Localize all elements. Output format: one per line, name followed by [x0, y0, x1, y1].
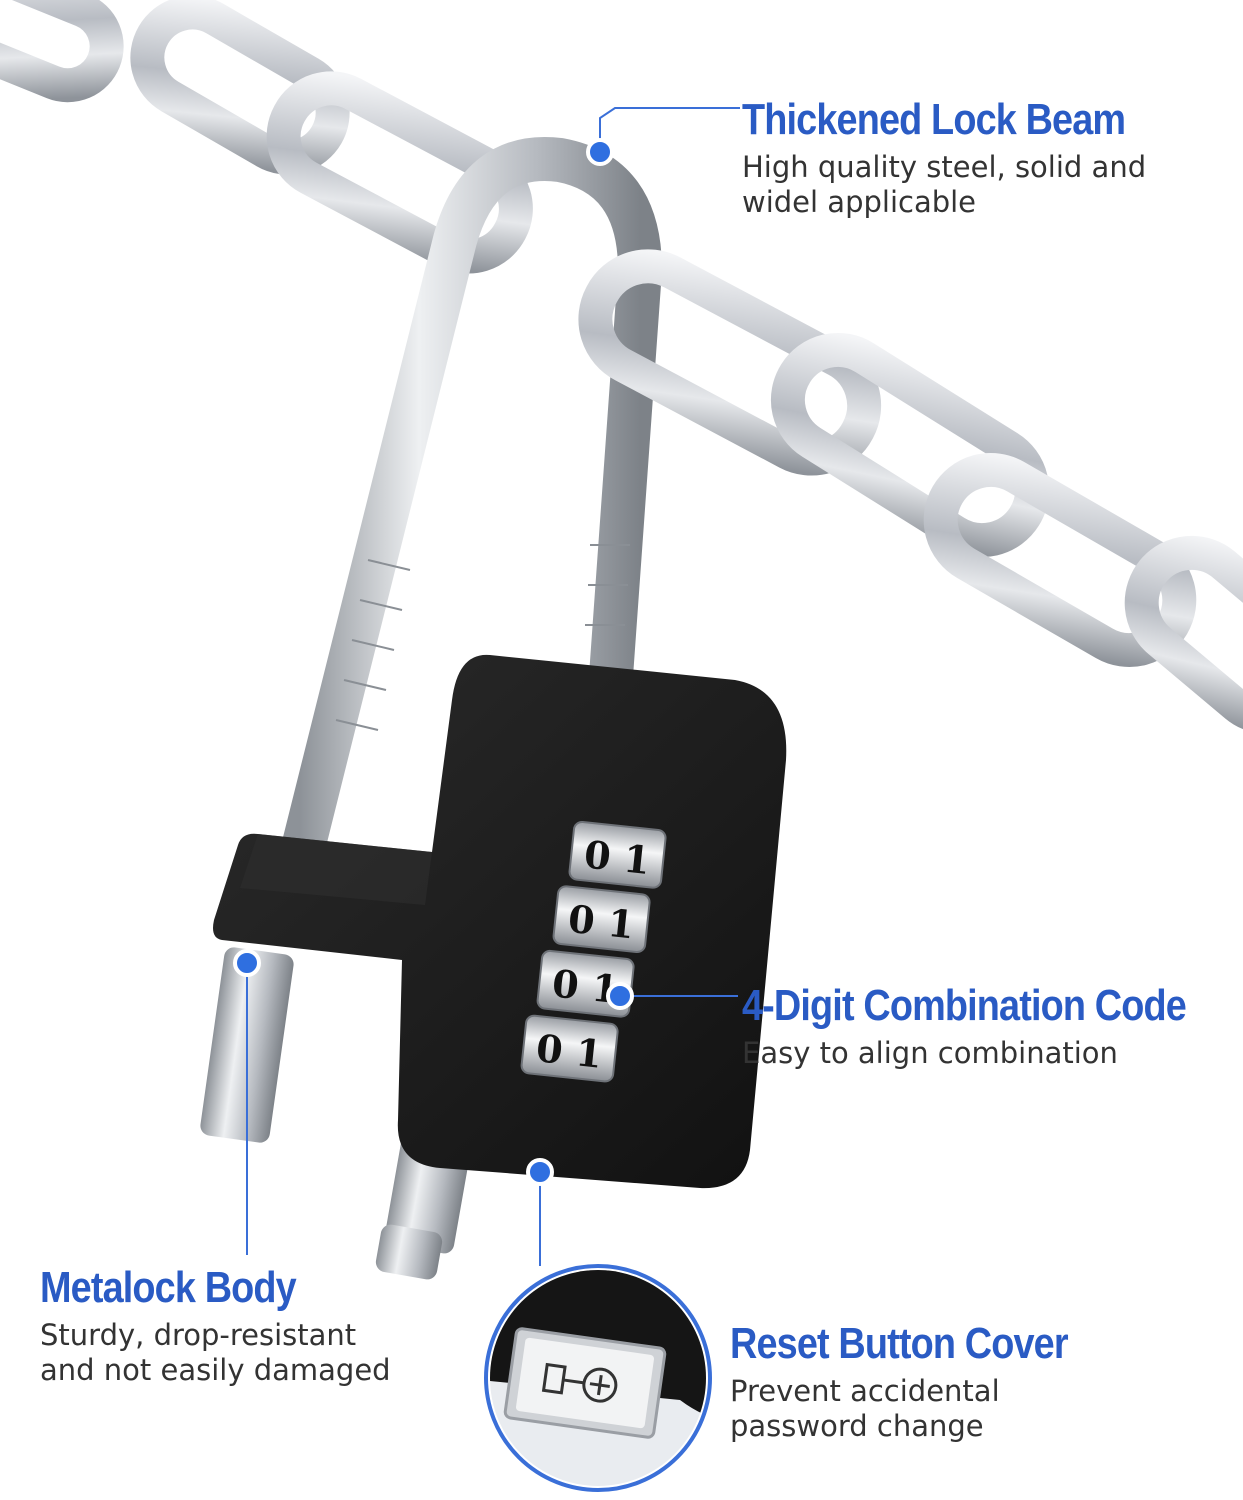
- feature-description: High quality steel, solid and widel appl…: [742, 150, 1147, 219]
- dial-4: 0 1: [534, 1025, 604, 1077]
- callouts: [246, 107, 740, 1266]
- chain: [0, 0, 533, 274]
- feature-title: Reset Button Cover: [730, 1319, 1069, 1368]
- reset-inset: [484, 1264, 712, 1492]
- chain-right: [578, 249, 1243, 735]
- lock-body: [213, 654, 787, 1189]
- dial-2: 0 1: [566, 896, 636, 948]
- markers: [233, 138, 634, 1186]
- feature-combination-code: 4-Digit Combination Code Easy to align c…: [742, 984, 1243, 1071]
- feature-title: Thickened Lock Beam: [742, 95, 1126, 144]
- marker-body: [233, 949, 261, 977]
- marker-beam: [586, 138, 614, 166]
- feature-thickened-lock-beam: Thickened Lock Beam High quality steel, …: [742, 98, 1188, 220]
- feature-description: Sturdy, drop-resistant and not easily da…: [40, 1318, 391, 1387]
- rod-segments: [335, 544, 630, 731]
- lock-plus-icon: [541, 1362, 618, 1403]
- lock-beam: [278, 137, 663, 882]
- feature-title: Metalock Body: [40, 1263, 297, 1312]
- feature-reset-button-cover: Reset Button Cover Prevent accidental pa…: [730, 1322, 1123, 1444]
- dial-1: 0 1: [582, 831, 652, 883]
- marker-reset: [526, 1158, 554, 1186]
- feature-title: 4-Digit Combination Code: [742, 981, 1187, 1030]
- marker-code: [606, 982, 634, 1010]
- feature-description: Easy to align combination: [742, 1036, 1118, 1070]
- feature-metalock-body: Metalock Body Sturdy, drop-resistant and…: [40, 1266, 391, 1388]
- feature-description: Prevent accidental password change: [730, 1374, 1000, 1443]
